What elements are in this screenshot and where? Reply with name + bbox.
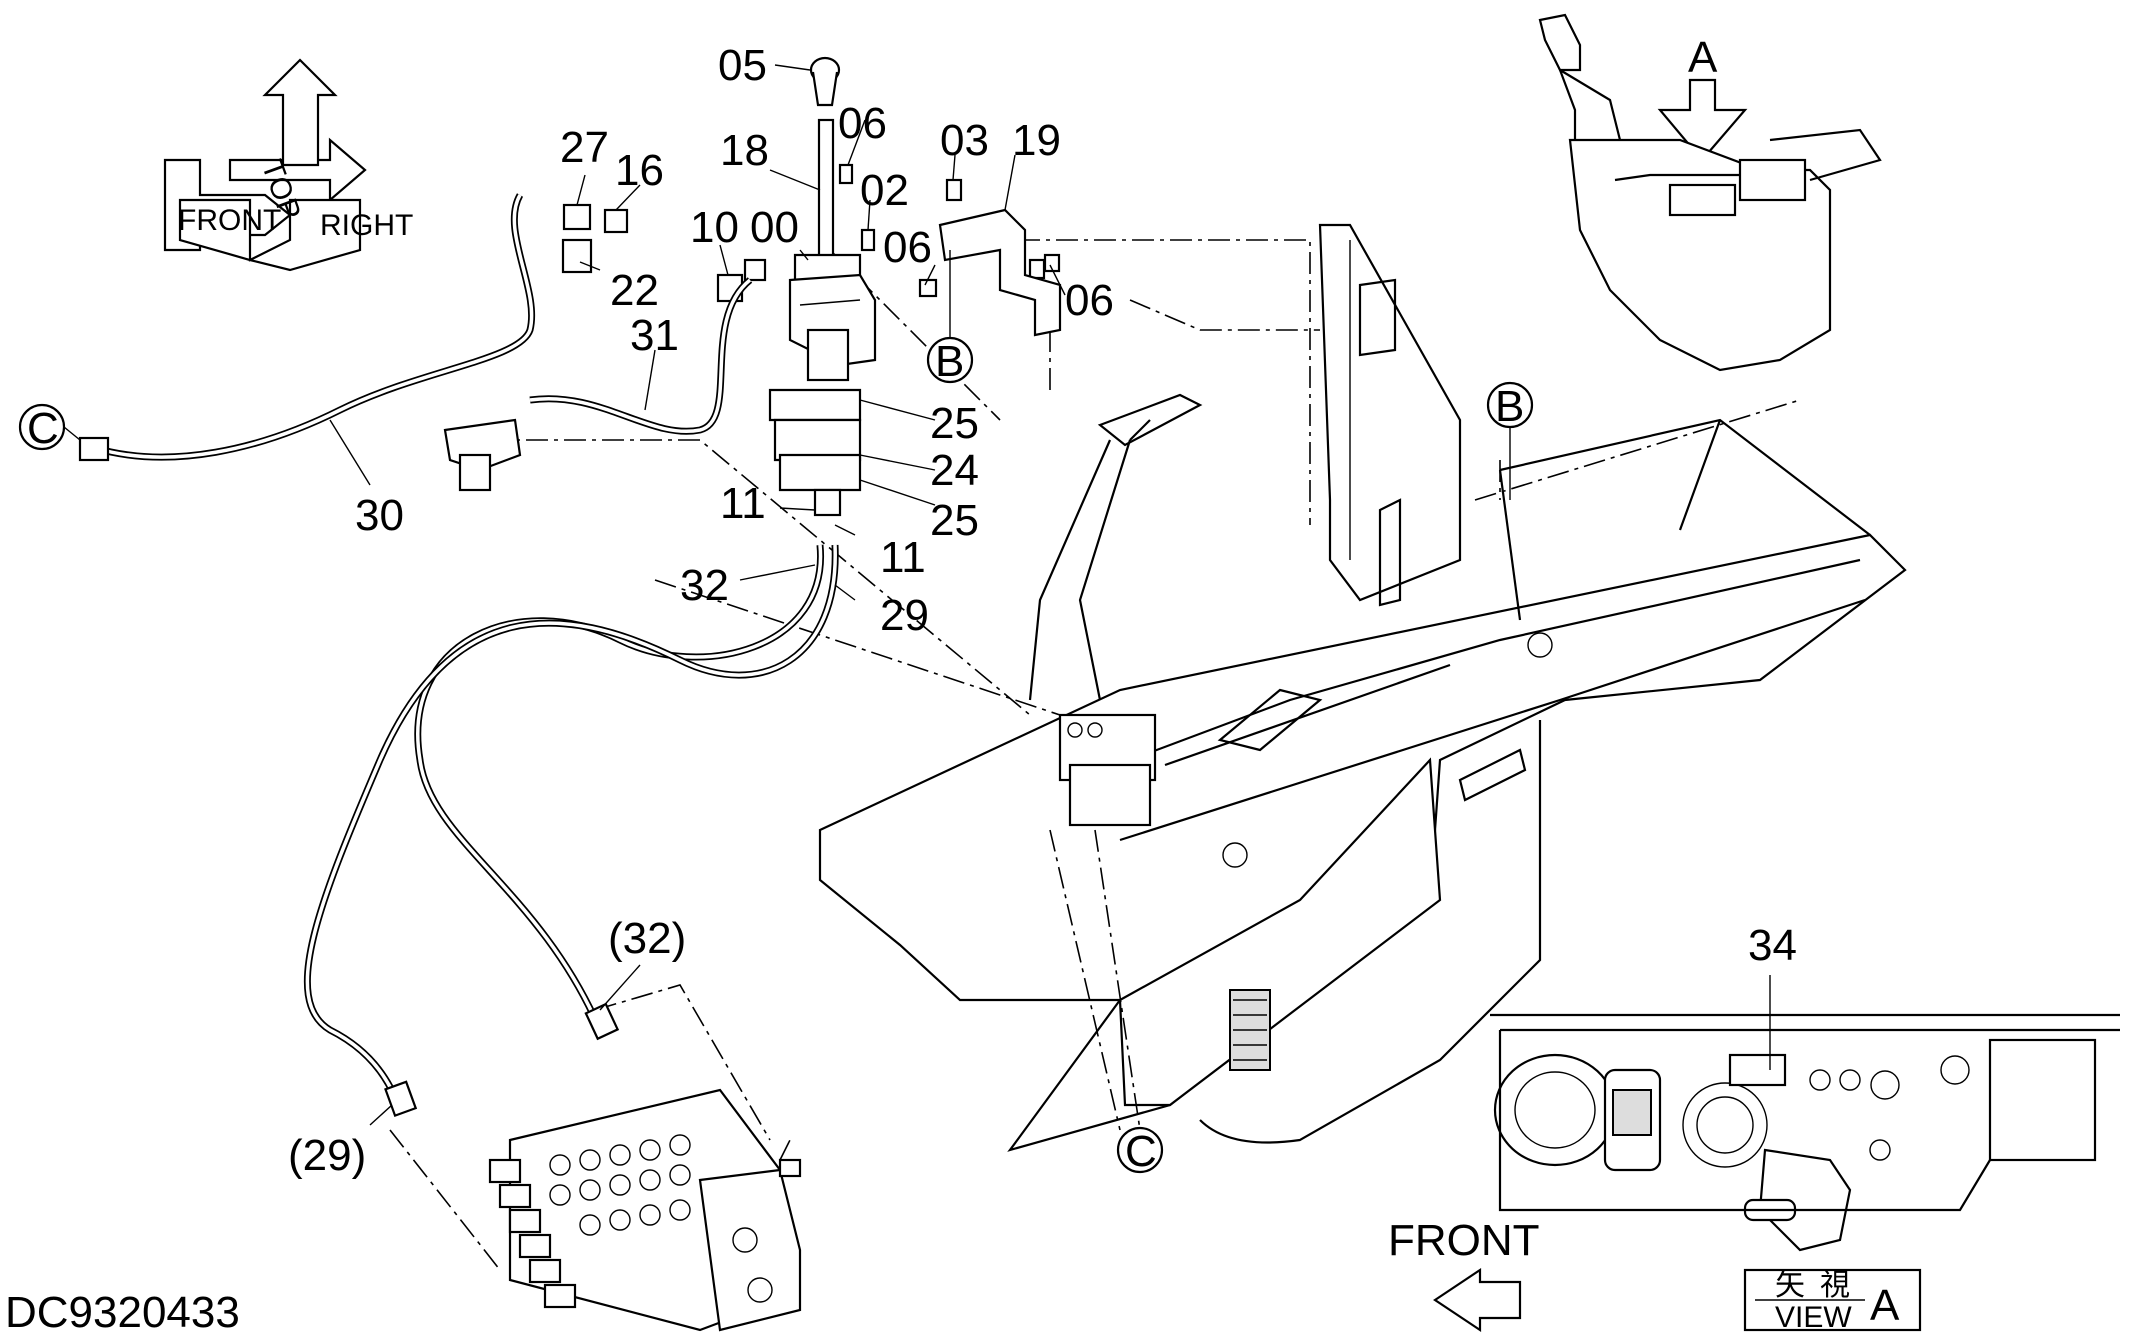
callout-25-a: 25 <box>930 399 979 448</box>
front-direction-arrow <box>1433 1267 1522 1333</box>
callout-11-b: 11 <box>880 533 926 582</box>
view-a-box: 矢 視 VIEW A <box>1743 1268 1922 1334</box>
ref-c-bottom-label: C <box>1125 1127 1157 1176</box>
ref-c-bottom-circle <box>1116 1126 1164 1174</box>
right-orientation-label: RIGHT <box>320 209 413 242</box>
callout-labels: 05 18 06 02 03 19 06 06 27 16 22 10 00 3… <box>288 41 1797 1180</box>
pedal <box>1028 393 1203 701</box>
callout-25-b: 25 <box>930 496 979 545</box>
callout-34: 34 <box>1748 921 1797 970</box>
fittings <box>561 203 767 303</box>
view-letter: A <box>1870 1281 1900 1330</box>
front-orientation-label: FRONT <box>178 204 281 237</box>
callout-29-paren: (29) <box>288 1131 366 1180</box>
ref-b-lower-circle <box>1486 381 1534 429</box>
drawing-id: DC9320433 <box>5 1288 240 1335</box>
callout-32-paren: (32) <box>608 914 686 963</box>
view-kanji-2: 視 <box>1820 1269 1850 1302</box>
callout-06-c: 06 <box>1065 276 1114 325</box>
view-label: VIEW <box>1775 1301 1852 1334</box>
pilot-valve-unit <box>1058 713 1157 827</box>
callout-02: 02 <box>860 166 909 215</box>
view-a-detail <box>1490 1013 2120 1252</box>
view-arrow-letter: A <box>1688 33 1718 82</box>
callout-18: 18 <box>720 126 769 175</box>
support-plate <box>1318 223 1462 607</box>
callout-11-a: 11 <box>720 479 766 528</box>
callout-06-b: 06 <box>883 223 932 272</box>
control-valve <box>488 1088 802 1332</box>
joystick-view-a <box>1538 13 1882 372</box>
callout-32: 32 <box>680 561 729 610</box>
callout-05: 05 <box>718 41 767 90</box>
view-kanji-1: 矢 <box>1775 1269 1805 1302</box>
callout-19: 19 <box>1012 116 1061 165</box>
callout-29: 29 <box>880 591 929 640</box>
circle-refs: B B C C <box>18 250 1534 1176</box>
callout-leaders <box>329 64 1771 1126</box>
callout-24: 24 <box>930 446 979 495</box>
leader-lines <box>389 239 1801 1271</box>
orientation-indicator: FRONT RIGHT TOP <box>163 58 413 272</box>
ref-c-left-label: C <box>27 404 59 453</box>
shuttle-valve <box>443 418 522 492</box>
callout-16: 16 <box>615 146 664 195</box>
callout-06-a: 06 <box>838 99 887 148</box>
lever-assembly <box>768 56 877 517</box>
ref-b-upper-circle <box>926 336 974 384</box>
operator-frame <box>818 418 1907 1152</box>
ref-b-lower-label: B <box>1495 382 1524 431</box>
hoses <box>78 193 839 1118</box>
callout-31: 31 <box>630 311 679 360</box>
front-label: FRONT <box>1388 1216 1540 1265</box>
callout-22: 22 <box>610 266 659 315</box>
callout-27: 27 <box>560 123 609 172</box>
callout-30: 30 <box>355 491 404 540</box>
callout-03: 03 <box>940 116 989 165</box>
callout-10: 10 <box>690 203 739 252</box>
bracket <box>938 208 1062 337</box>
callout-00: 00 <box>750 203 799 252</box>
ref-c-left-circle <box>18 403 66 451</box>
ref-b-upper-label: B <box>935 337 964 386</box>
